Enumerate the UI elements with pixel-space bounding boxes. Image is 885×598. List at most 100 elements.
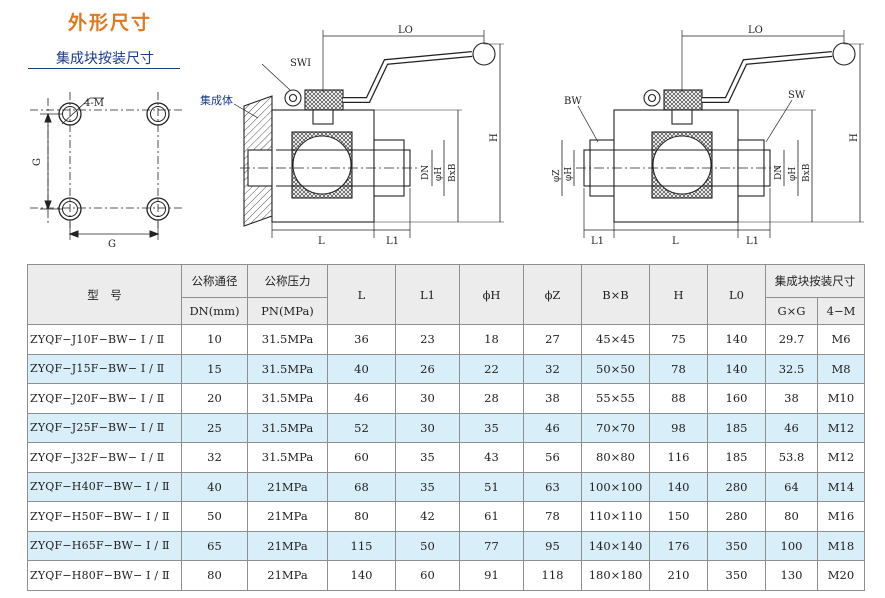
cell-l1: 60 — [395, 560, 460, 591]
cell-phi-h: 22 — [459, 353, 524, 384]
header-pn-top: 公称压力 — [247, 264, 328, 298]
label-phih-right: φH — [788, 167, 798, 181]
header-dn-bottom: DN(mm) — [181, 297, 248, 325]
cell-model: ZYQF−J32F−BW− Ⅰ / Ⅱ — [27, 442, 182, 473]
cell-m: M12 — [817, 442, 865, 473]
cell-dn: 80 — [181, 560, 248, 591]
table-row: ZYQF−J32F−BW− Ⅰ / Ⅱ 32 31.5MPa 60 35 43 … — [27, 442, 865, 473]
cell-phi-z: 95 — [523, 530, 582, 561]
cell-pn: 31.5MPa — [247, 353, 328, 384]
label-l1-right-left: L1 — [591, 236, 604, 247]
label-h-right: H — [849, 133, 860, 142]
cell-gxg: 46 — [765, 412, 818, 443]
cell-gxg: 80 — [765, 501, 818, 532]
cell-phi-z: 63 — [523, 471, 582, 502]
cell-l: 46 — [327, 383, 396, 414]
table-row: ZYQF−H65F−BW− Ⅰ / Ⅱ 65 21MPa 115 50 77 9… — [27, 530, 865, 561]
header-l1: L1 — [395, 264, 460, 325]
label-sw: SW — [788, 90, 806, 101]
cell-l0: 140 — [707, 353, 766, 384]
cell-bxb: 140×140 — [581, 530, 650, 561]
cell-phi-z: 118 — [523, 560, 582, 591]
table-row: ZYQF−H50F−BW− Ⅰ / Ⅱ 50 21MPa 80 42 61 78… — [27, 501, 865, 532]
cell-m: M16 — [817, 501, 865, 532]
cell-h: 150 — [649, 501, 708, 532]
cell-pn: 31.5MPa — [247, 324, 328, 355]
label-dn-middle: DN — [421, 165, 431, 180]
header-l: L — [327, 264, 396, 325]
cell-gxg: 29.7 — [765, 324, 818, 355]
cell-l: 36 — [327, 324, 396, 355]
table-row: ZYQF−J10F−BW− Ⅰ / Ⅱ 10 31.5MPa 36 23 18 … — [27, 324, 865, 355]
spec-table: 型 号 公称通径 公称压力 L L1 ϕH ϕZ B×B H L0 集成块按装尺… — [27, 264, 865, 591]
label-bxb-middle: BxB — [448, 163, 458, 182]
label-4m: 4-M — [84, 98, 104, 109]
cell-l1: 35 — [395, 471, 460, 502]
cell-model: ZYQF−H40F−BW− Ⅰ / Ⅱ — [27, 471, 182, 502]
cell-h: 176 — [649, 530, 708, 561]
cell-phi-h: 61 — [459, 501, 524, 532]
table-row: ZYQF−H80F−BW− Ⅰ / Ⅱ 80 21MPa 140 60 91 1… — [27, 560, 865, 591]
cell-pn: 21MPa — [247, 560, 328, 591]
cell-phi-h: 51 — [459, 471, 524, 502]
cell-l: 80 — [327, 501, 396, 532]
cell-phi-h: 43 — [459, 442, 524, 473]
page-title: 外形尺寸 — [68, 12, 153, 34]
cell-pn: 21MPa — [247, 471, 328, 502]
cell-phi-z: 56 — [523, 442, 582, 473]
cell-m: M20 — [817, 560, 865, 591]
cell-bxb: 80×80 — [581, 442, 650, 473]
label-l-middle: L — [318, 236, 325, 247]
label-lo-right: LO — [748, 25, 763, 36]
cell-phi-h: 35 — [459, 412, 524, 443]
header-gxg: G×G — [765, 297, 818, 325]
cell-dn: 15 — [181, 353, 248, 384]
cell-model: ZYQF−J10F−BW− Ⅰ / Ⅱ — [27, 324, 182, 355]
cell-l: 115 — [327, 530, 396, 561]
label-h-middle: H — [489, 133, 500, 142]
cell-h: 210 — [649, 560, 708, 591]
cell-m: M18 — [817, 530, 865, 561]
label-bxb-right: BxB — [802, 163, 812, 182]
header-phi-h: ϕH — [459, 264, 524, 325]
cell-bxb: 100×100 — [581, 471, 650, 502]
cell-l1: 35 — [395, 442, 460, 473]
cell-l1: 23 — [395, 324, 460, 355]
label-l1-right: L1 — [746, 236, 759, 247]
cell-model: ZYQF−H80F−BW− Ⅰ / Ⅱ — [27, 560, 182, 591]
cell-l0: 280 — [707, 471, 766, 502]
cell-h: 88 — [649, 383, 708, 414]
cell-gxg: 130 — [765, 560, 818, 591]
cell-l: 68 — [327, 471, 396, 502]
cell-phi-h: 28 — [459, 383, 524, 414]
cell-pn: 21MPa — [247, 530, 328, 561]
header-h: H — [649, 264, 708, 325]
cell-m: M8 — [817, 353, 865, 384]
cell-l0: 350 — [707, 560, 766, 591]
subtitle-underline — [28, 68, 180, 69]
cell-gxg: 53.8 — [765, 442, 818, 473]
cell-h: 98 — [649, 412, 708, 443]
cell-h: 116 — [649, 442, 708, 473]
cell-m: M6 — [817, 324, 865, 355]
cell-model: ZYQF−H65F−BW− Ⅰ / Ⅱ — [27, 530, 182, 561]
cell-h: 75 — [649, 324, 708, 355]
cell-l0: 185 — [707, 412, 766, 443]
spec-table-container: 型 号 公称通径 公称压力 L L1 ϕH ϕZ B×B H L0 集成块按装尺… — [27, 264, 865, 591]
cell-bxb: 50×50 — [581, 353, 650, 384]
cell-phi-z: 38 — [523, 383, 582, 414]
cell-l: 140 — [327, 560, 396, 591]
cell-l: 60 — [327, 442, 396, 473]
table-row: ZYQF−J15F−BW− Ⅰ / Ⅱ 15 31.5MPa 40 26 22 … — [27, 353, 865, 384]
cell-dn: 10 — [181, 324, 248, 355]
cell-h: 140 — [649, 471, 708, 502]
cell-l0: 185 — [707, 442, 766, 473]
cell-bxb: 55×55 — [581, 383, 650, 414]
label-g-horizontal: G — [108, 239, 116, 250]
cell-l1: 30 — [395, 412, 460, 443]
cell-h: 78 — [649, 353, 708, 384]
cell-model: ZYQF−J15F−BW− Ⅰ / Ⅱ — [27, 353, 182, 384]
cell-l0: 350 — [707, 530, 766, 561]
header-phi-z: ϕZ — [523, 264, 582, 325]
label-phih-right-left: φH — [564, 167, 574, 181]
